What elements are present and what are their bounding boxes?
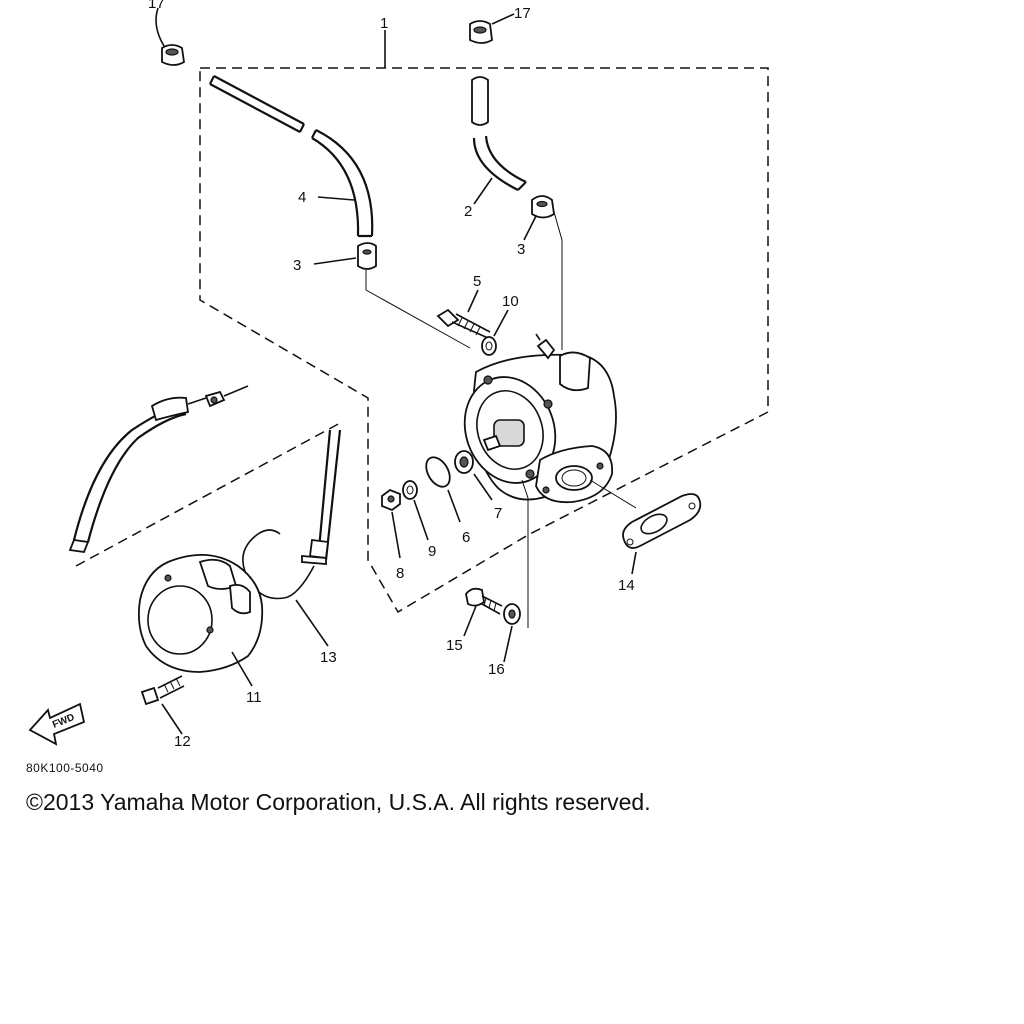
part-12-bolt — [140, 675, 185, 735]
callout-10: 10 — [502, 293, 519, 310]
part-2-hose — [471, 76, 527, 205]
part-11-cover — [137, 553, 264, 687]
callout-7: 7 — [494, 505, 502, 522]
copyright-notice: ©2013 Yamaha Motor Corporation, U.S.A. A… — [26, 789, 651, 815]
fwd-arrow-icon — [28, 702, 86, 746]
callout-5: 5 — [473, 273, 481, 290]
callout-15: 15 — [446, 637, 463, 654]
oil-pump-body — [463, 333, 617, 628]
part-15-bolt — [463, 587, 503, 637]
callout-17-left: 17 — [148, 0, 165, 12]
part-3-clamp-right — [523, 195, 563, 350]
callout-3-left: 3 — [293, 257, 301, 274]
part-17-cap-left — [155, 7, 185, 66]
callout-2: 2 — [464, 203, 472, 220]
part-16-washer — [503, 603, 521, 663]
part-10-washer — [481, 309, 509, 356]
callout-8: 8 — [396, 565, 404, 582]
throttle-cable — [68, 385, 343, 567]
part-3-clamp-left — [313, 242, 471, 349]
callout-16: 16 — [488, 661, 505, 678]
part-4-hose — [209, 75, 374, 238]
part-7-washer — [454, 450, 493, 501]
part-17-cap-top — [469, 13, 515, 44]
callout-11: 11 — [246, 689, 262, 706]
callout-3-right: 3 — [517, 241, 525, 258]
diagram-code: 80K100-5040 — [26, 761, 104, 775]
callout-4: 4 — [298, 189, 306, 206]
callout-6: 6 — [462, 529, 470, 546]
callout-14: 14 — [618, 577, 635, 594]
assembly-boundary — [199, 67, 769, 614]
part-13-wire — [242, 429, 342, 647]
part-6-disc — [425, 456, 461, 523]
callout-1: 1 — [380, 15, 388, 32]
callout-17-top: 17 — [514, 5, 531, 22]
part-14-gasket — [589, 479, 702, 575]
part-5-bolt — [436, 289, 491, 339]
callout-9: 9 — [428, 543, 436, 560]
callout-12: 12 — [174, 733, 191, 750]
part-9-washer — [402, 480, 429, 541]
callout-13: 13 — [320, 649, 337, 666]
part-8-nut — [381, 488, 401, 559]
